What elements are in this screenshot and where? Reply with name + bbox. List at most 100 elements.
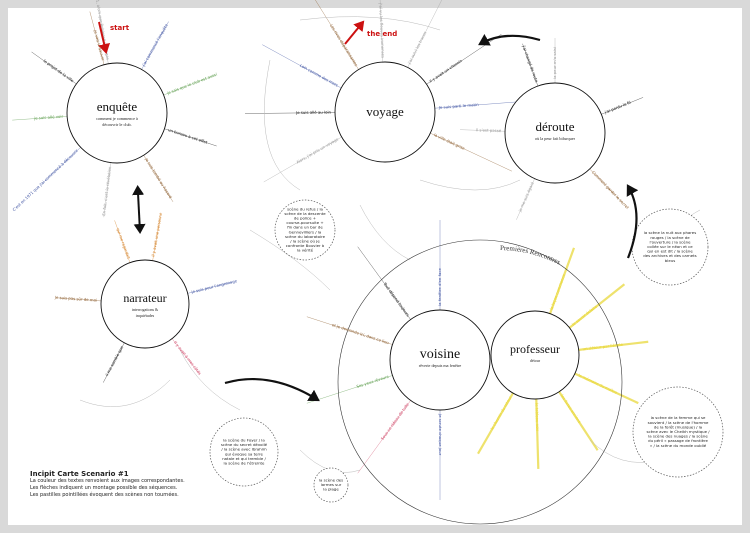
professeur-ray: [548, 247, 576, 316]
scene-text-1: de police +: [294, 216, 316, 221]
connector-2: [264, 59, 301, 191]
scene-text-1: course-poursuite +: [286, 220, 323, 225]
legend: Incipit Carte Scenario #1 La couleur des…: [30, 470, 250, 499]
voyage-branch-label: j'ai vu les fleuves immenses: [378, 2, 385, 58]
legend-line-1: La couleur des textes renvoient aux imag…: [30, 478, 185, 484]
professeur-subtitle: détour: [530, 358, 541, 363]
legend-line-2: Les flèches indiquent un montage possibl…: [30, 485, 178, 491]
voisine-title: voisine: [420, 347, 460, 362]
scene-text-4: la plage: [323, 487, 339, 492]
scene-text-2: rouges / la scène de: [650, 235, 690, 240]
connector-5: [179, 349, 241, 411]
scene-pastille-1: [274, 199, 336, 261]
voyage-branch-label: Je suis parti le matin: [438, 102, 480, 110]
scene-text-4: larmes sur: [321, 482, 342, 487]
arrow-narrateur-to-voisine: [224, 378, 320, 402]
scene-text-5: scène avec le Cheikh mystique /: [646, 429, 710, 434]
deroute-ray: [599, 97, 644, 116]
professeur-branch-label: un détour par l'école: [582, 342, 623, 352]
voyage-ray: [432, 101, 525, 109]
narrateur-title: narrateur: [123, 291, 166, 305]
enquete-ray: [140, 21, 169, 72]
scene-text-3: / la scène avec Ibrahim: [221, 447, 267, 452]
scene-text-1: Gennevilliers / la: [289, 229, 322, 234]
scene-text-3: qui évoque sa terre: [225, 451, 264, 456]
voisine-subtitle: rêverie depuis ma fenêtre: [419, 363, 462, 368]
deroute-ray: [516, 176, 536, 220]
professeur-title: professeur: [510, 342, 560, 356]
enquete-ray: [98, 9, 109, 66]
voisine-ray: [306, 316, 395, 346]
voisine-ray: [306, 374, 395, 404]
scene-pastille-5: [632, 386, 724, 478]
scene-text-1: fin dans un bar de: [287, 225, 323, 230]
scene-text-5: la scène des nuages / la scène: [648, 434, 708, 439]
scene-text-5: du péril « passage de frontière: [648, 438, 708, 443]
arrow-enquete-narrateur: [132, 185, 146, 234]
voyage-title: voyage: [366, 104, 404, 119]
scene-pastille-2: [631, 208, 709, 286]
scene-text-2: la scène la nuit aux phares: [644, 230, 696, 235]
deroute-branch-label: la peur m'a saisi: [552, 47, 557, 79]
narrateur-branch-label: Je suis pas sûr de moi: [54, 295, 98, 303]
enquete-ray: [89, 11, 105, 67]
scene-text-5: » / la scène du monde oublié: [650, 443, 707, 448]
voisine-ray: [357, 246, 412, 322]
voyage-ray: [315, 0, 360, 72]
scene-text-2: l'ouverture / la scène: [649, 239, 691, 244]
voisine-branch-label: la fenêtre d'en face: [437, 267, 442, 306]
arrow-professeur-to-deroute: [626, 184, 639, 259]
scene-text-4: la scène des: [319, 477, 343, 482]
scene-text-2: collée sur le néon et ce: [647, 244, 693, 249]
voyage-ray: [263, 135, 344, 183]
connector-lines: [79, 16, 701, 473]
branch-rays: [12, 0, 649, 500]
arrow-deroute-to-voyage: [478, 33, 541, 46]
legend-title: Incipit Carte Scenario #1: [30, 470, 129, 478]
professeur-ray: [572, 371, 639, 405]
narrateur-ray: [56, 297, 104, 302]
legend-line-3: Les pastilles pointillées évoquent des s…: [30, 492, 179, 498]
connector-10: [359, 204, 411, 261]
professeur-ray: [557, 389, 599, 451]
end-arrow: [344, 20, 365, 45]
professeur-ray: [535, 396, 540, 469]
scene-text-3: la scène de l'étreinte: [224, 461, 266, 466]
enquete-subtitle: comment je commence à: [96, 116, 138, 121]
scene-text-2: bleus: [665, 258, 675, 263]
professeur-ray: [576, 340, 649, 352]
enquete-branch-label: je suis allé voir: [33, 114, 64, 121]
scene-text-3: scène du secret dévoilé: [221, 442, 268, 447]
start-label: start: [110, 24, 130, 32]
start-arrow: [98, 21, 111, 54]
deroute-branch-label: Il s'est passé: [476, 127, 502, 133]
narrateur-subtitle: interrogations &: [132, 307, 159, 312]
enquete-ray: [31, 51, 79, 86]
connector-9: [79, 379, 171, 407]
scene-text-5: la scène de la femme qui se: [651, 415, 706, 420]
scene-text-5: souvient / la scène de l'homme: [648, 420, 709, 425]
professeur-ray: [567, 283, 626, 330]
deroute-ray: [588, 167, 622, 202]
enquete-ray: [142, 153, 174, 202]
scene-text-3: la scène du Foyer / la: [223, 438, 265, 443]
voyage-ray: [406, 0, 442, 70]
rencontres-circle: [337, 239, 623, 525]
connector-1: [299, 16, 441, 31]
sequence-arrows: start the end: [98, 20, 639, 402]
enquete-circle: [66, 62, 168, 164]
enquete-ray: [12, 116, 70, 121]
enquete-ray: [161, 74, 216, 96]
narrateur-ray: [114, 220, 131, 265]
scene-text-1: scène de la descente: [284, 211, 326, 216]
professeur-circle: [490, 310, 580, 400]
enquete-ray: [162, 127, 217, 147]
end-label: the end: [367, 30, 397, 38]
deroute-circle: [504, 82, 606, 184]
voyage-ray: [428, 132, 512, 172]
scene-text-1: confronte Bouvier à: [286, 243, 325, 248]
connector-4: [249, 229, 331, 291]
